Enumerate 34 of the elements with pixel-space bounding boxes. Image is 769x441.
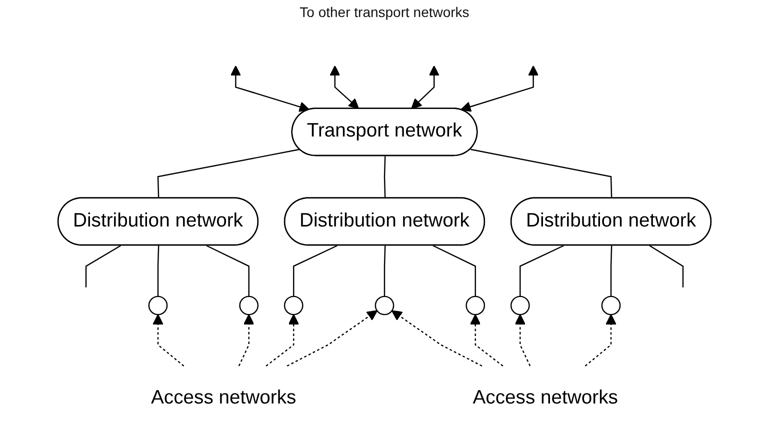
arrow (152, 314, 184, 366)
connector (384, 156, 386, 198)
connector (520, 245, 564, 296)
arrow (470, 314, 504, 366)
connector (206, 245, 250, 296)
connector (610, 246, 612, 296)
arrow (238, 314, 254, 366)
arrow (391, 310, 482, 367)
connector (85, 245, 121, 288)
connector (470, 148, 612, 198)
arrow (230, 65, 310, 112)
node-circle (374, 296, 394, 316)
arrow (266, 314, 299, 366)
node-circle (148, 296, 168, 316)
connector (384, 246, 386, 296)
arrow (330, 65, 360, 110)
node-circle (284, 296, 304, 316)
connector (649, 245, 684, 288)
arrow (286, 310, 378, 367)
node-text: Access networks (472, 388, 618, 408)
note-text: To other transport networks (300, 4, 470, 20)
connector (157, 148, 300, 198)
arrow (411, 65, 440, 110)
arrow (514, 314, 531, 366)
arrow (460, 65, 539, 112)
connector (157, 246, 160, 296)
arrow (584, 314, 616, 366)
node-circle (510, 296, 530, 316)
node-circle (601, 296, 621, 316)
node-circle (466, 296, 486, 316)
node-circle (239, 296, 259, 316)
connector (293, 245, 338, 296)
node-text: Access networks (151, 388, 296, 408)
connector (432, 245, 476, 296)
